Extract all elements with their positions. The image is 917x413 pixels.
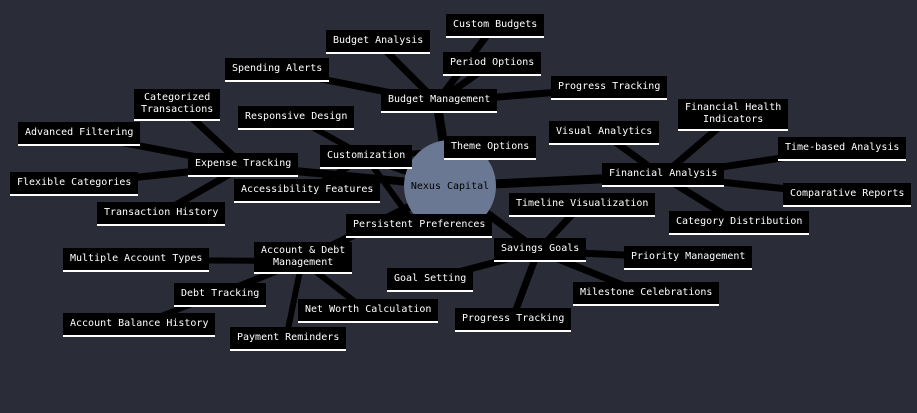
node-period-options[interactable]: Period Options: [443, 52, 542, 76]
node-goal-setting[interactable]: Goal Setting: [387, 268, 474, 292]
node-visual-analytics[interactable]: Visual Analytics: [549, 121, 660, 145]
node-comparative-reports[interactable]: Comparative Reports: [783, 183, 912, 207]
node-debt-tracking[interactable]: Debt Tracking: [174, 283, 267, 307]
node-milestone-celebrations[interactable]: Milestone Celebrations: [573, 282, 720, 306]
node-multiple-account-types[interactable]: Multiple Account Types: [63, 248, 210, 272]
node-budget-progress-tracking[interactable]: Progress Tracking: [551, 76, 668, 100]
node-savings-progress-tracking[interactable]: Progress Tracking: [455, 308, 572, 332]
node-responsive-design[interactable]: Responsive Design: [238, 106, 355, 130]
node-account-balance-history[interactable]: Account Balance History: [63, 313, 216, 337]
node-category-distribution[interactable]: Category Distribution: [669, 211, 810, 235]
node-budget-analysis[interactable]: Budget Analysis: [326, 30, 431, 54]
node-net-worth-calculation[interactable]: Net Worth Calculation: [298, 299, 439, 323]
node-timeline-visualization[interactable]: Timeline Visualization: [509, 193, 656, 217]
node-persistent-preferences[interactable]: Persistent Preferences: [346, 214, 493, 238]
node-payment-reminders[interactable]: Payment Reminders: [230, 327, 347, 351]
node-financial-health-indicators[interactable]: Financial Health Indicators: [678, 99, 789, 131]
root-label: Nexus Capital: [410, 180, 490, 192]
node-theme-options[interactable]: Theme Options: [444, 136, 537, 160]
node-priority-management[interactable]: Priority Management: [624, 246, 753, 270]
node-flexible-categories[interactable]: Flexible Categories: [10, 172, 139, 196]
node-financial-analysis[interactable]: Financial Analysis: [602, 163, 725, 187]
node-custom-budgets[interactable]: Custom Budgets: [446, 14, 545, 38]
node-savings-goals[interactable]: Savings Goals: [494, 238, 587, 262]
node-categorized-transactions[interactable]: Categorized Transactions: [134, 89, 221, 121]
node-customization[interactable]: Customization: [320, 145, 413, 169]
node-spending-alerts[interactable]: Spending Alerts: [225, 58, 330, 82]
node-time-based-analysis[interactable]: Time-based Analysis: [778, 137, 907, 161]
node-advanced-filtering[interactable]: Advanced Filtering: [18, 122, 141, 146]
node-budget-management[interactable]: Budget Management: [381, 89, 498, 113]
node-account-debt-management[interactable]: Account & Debt Management: [254, 242, 353, 274]
node-accessibility-features[interactable]: Accessibility Features: [234, 179, 381, 203]
edge-acc-payment: [283, 258, 305, 342]
node-expense-tracking[interactable]: Expense Tracking: [188, 153, 299, 177]
node-transaction-history[interactable]: Transaction History: [97, 202, 226, 226]
